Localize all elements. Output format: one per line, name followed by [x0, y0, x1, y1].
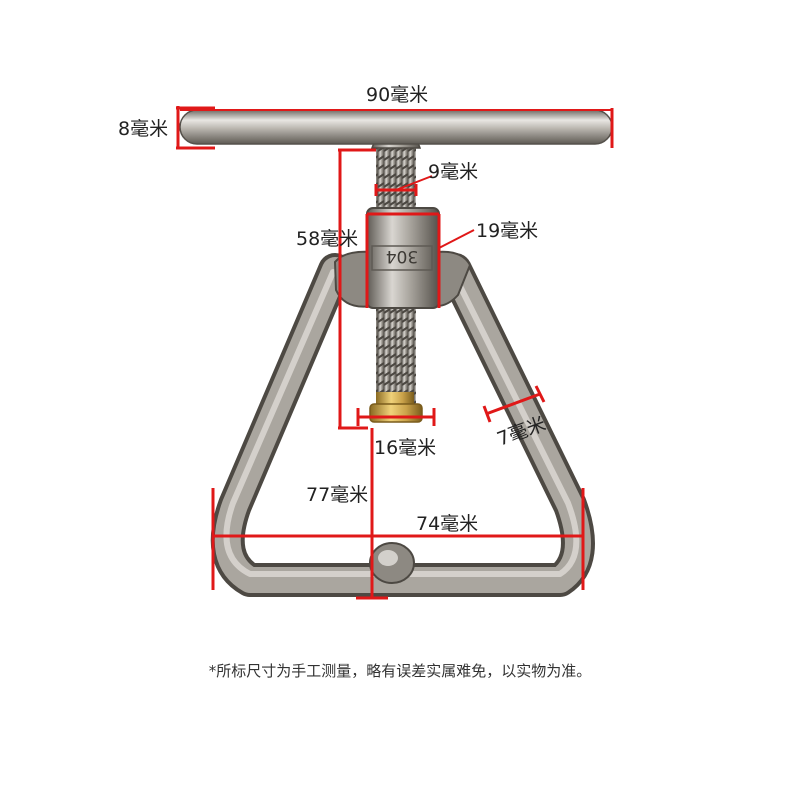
dim-handle-length: 90毫米	[366, 84, 428, 106]
triangle-frame	[210, 253, 595, 597]
dimension-lines	[176, 106, 614, 600]
dim-nut-width: 19毫米	[476, 220, 538, 242]
nut-block: 304	[366, 207, 440, 309]
dim-pad-diameter: 16毫米	[374, 437, 436, 459]
dim-handle-diameter: 8毫米	[118, 118, 168, 140]
dim-total-height: 77毫米	[306, 484, 368, 506]
dim-frame-width: 74毫米	[416, 513, 478, 535]
measurement-disclaimer: *所标尺寸为手工测量，略有误差实属难免，以实物为准。	[208, 662, 592, 680]
material-stamp: 304	[386, 246, 418, 266]
dim-screw-length: 58毫米	[296, 228, 358, 250]
dim-screw-diameter: 9毫米	[428, 161, 478, 183]
t-handle	[179, 109, 613, 145]
